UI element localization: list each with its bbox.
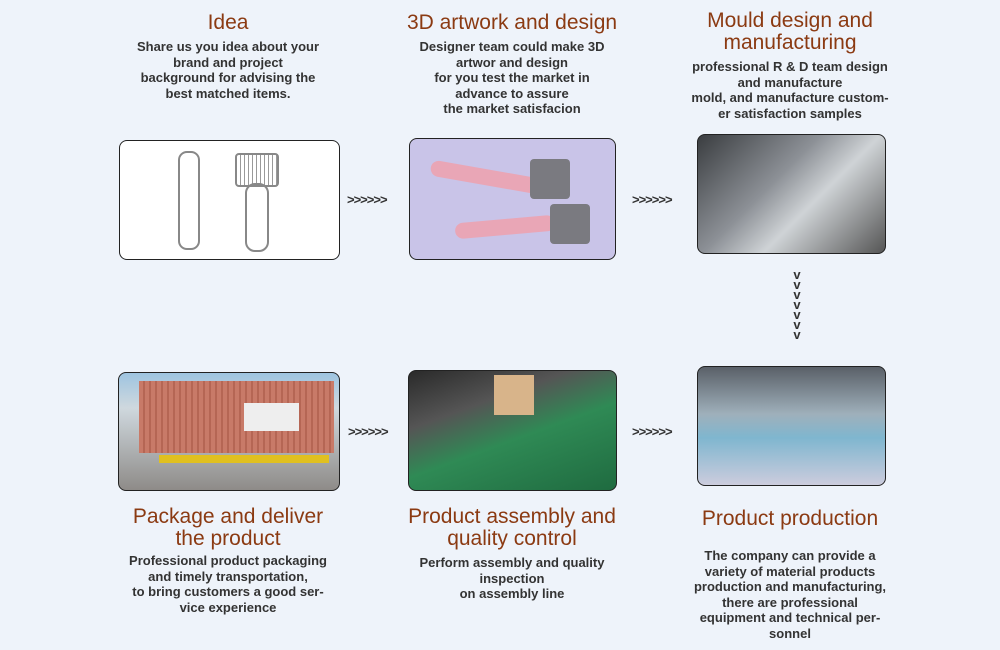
shipping-container-image	[118, 372, 340, 491]
step-description: The company can provide a variety of mat…	[693, 548, 887, 641]
3d-render-image	[409, 138, 616, 260]
assembly-line-image	[408, 370, 617, 491]
step-3d-artwork: 3D artwork and design Designer team coul…	[382, 12, 642, 117]
step-description: Perform assembly and quality inspection …	[419, 555, 605, 601]
idea-sketch-image	[119, 140, 340, 260]
arrow-right: >>>>>>	[347, 192, 388, 207]
production-image	[697, 366, 886, 486]
arrow-right: >>>>>>	[632, 192, 673, 207]
step-product-production: Product production The company can provi…	[660, 508, 920, 641]
step-description: Designer team could make 3D artwor and d…	[419, 39, 605, 116]
step-description: Share us you idea about your brand and p…	[136, 39, 320, 101]
step-description: Professional product packaging and timel…	[129, 553, 327, 615]
arrow-left: >>>>>>	[348, 424, 389, 439]
step-title: Mould design and manufacturing	[707, 9, 873, 54]
step-title: Product production	[701, 507, 879, 530]
arrow-left: >>>>>>	[632, 424, 673, 439]
step-title: Package and deliver the product	[132, 505, 324, 550]
step-title: 3D artwork and design	[406, 11, 618, 34]
step-title: Idea	[207, 11, 249, 34]
mould-machine-image	[697, 134, 886, 254]
step-mould-design: Mould design and manufacturing professio…	[650, 10, 930, 121]
step-idea: Idea Share us you idea about your brand …	[98, 12, 358, 101]
step-package-deliver: Package and deliver the product Professi…	[98, 506, 358, 615]
step-title: Product assembly and quality control	[408, 505, 616, 550]
step-description: professional R & D team design and manuf…	[691, 59, 889, 121]
step-assembly-quality: Product assembly and quality control Per…	[382, 506, 642, 602]
